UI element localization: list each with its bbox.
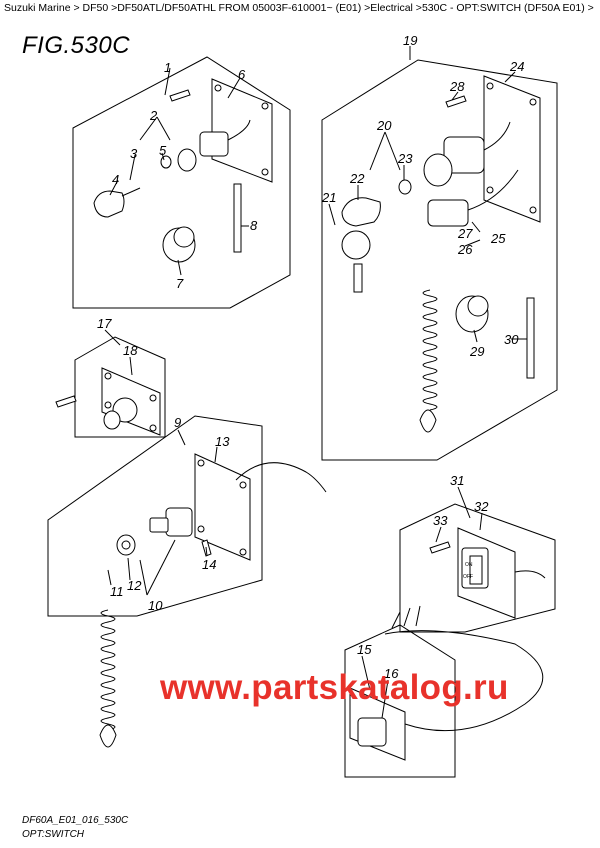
screw-part-28 [445, 95, 467, 108]
coil-cord-left [100, 609, 116, 731]
ignition-switch-body [199, 131, 229, 157]
watermark: www.partskatalog.ru [160, 668, 509, 707]
callout-16: 16 [384, 666, 399, 681]
lanyard-switch-body [165, 507, 193, 537]
callout-2: 2 [149, 108, 158, 123]
callout-3: 3 [130, 146, 138, 161]
plate-part-6 [211, 78, 273, 183]
screw-part-1 [169, 89, 191, 102]
footer-name: OPT:SWITCH [22, 829, 85, 840]
screw-part-stop [55, 395, 77, 408]
callout-4: 4 [112, 172, 119, 187]
callout-24: 24 [509, 59, 524, 74]
group-box-remote-switch [321, 59, 558, 461]
group-box-lanyard-switch [47, 415, 263, 617]
callout-26: 26 [457, 242, 473, 257]
plate-part-24 [483, 75, 541, 223]
group-box-ignition-switch [72, 56, 291, 309]
callout-29: 29 [469, 344, 484, 359]
plate-part-13 [194, 453, 251, 561]
switch-label-on: ON [465, 562, 473, 568]
callout-7: 7 [176, 276, 184, 291]
footer-code: DF60A_E01_016_530C [22, 815, 129, 826]
callout-6: 6 [238, 67, 246, 82]
callout-18: 18 [123, 343, 138, 358]
callout-13: 13 [215, 434, 230, 449]
callout-30: 30 [504, 332, 519, 347]
callout-21: 21 [321, 190, 336, 205]
switch-label-off: OFF [463, 574, 473, 580]
callout-32: 32 [474, 499, 489, 514]
callout-9: 9 [174, 415, 181, 430]
breadcrumb[interactable]: Suzuki Marine > DF50 >DF50ATL/DF50ATHL F… [4, 2, 594, 14]
callout-17: 17 [97, 316, 112, 331]
stop-switch-knob [103, 410, 121, 430]
callout-19: 19 [403, 33, 417, 48]
callout-15: 15 [357, 642, 372, 657]
callout-5: 5 [159, 143, 167, 158]
callout-23: 23 [397, 151, 413, 166]
callout-1: 1 [164, 60, 171, 75]
group-box-stop-switch [74, 336, 166, 438]
key-part-4 [93, 190, 125, 218]
lanyard-switch-part-27 [427, 199, 469, 227]
callout-14: 14 [202, 557, 216, 572]
coil-cord-right [422, 289, 438, 411]
callout-22: 22 [349, 171, 365, 186]
cable-tie-part-8 [233, 183, 242, 253]
cable-tie-part-30 [526, 297, 535, 379]
callout-10: 10 [148, 598, 163, 613]
callout-33: 33 [433, 513, 448, 528]
callout-20: 20 [376, 118, 392, 133]
trim-panel-switch [357, 717, 387, 747]
key-part-22 [341, 197, 381, 227]
screw-part-33 [429, 541, 451, 554]
figure-title: FIG.530C [22, 32, 131, 59]
callout-12: 12 [127, 578, 142, 593]
callout-27: 27 [457, 226, 473, 241]
callout-28: 28 [449, 79, 465, 94]
group-box-trim-panel [344, 624, 456, 778]
callout-11: 11 [110, 584, 124, 599]
callout-31: 31 [450, 473, 464, 488]
callout-8: 8 [250, 218, 258, 233]
callout-25: 25 [490, 231, 506, 246]
